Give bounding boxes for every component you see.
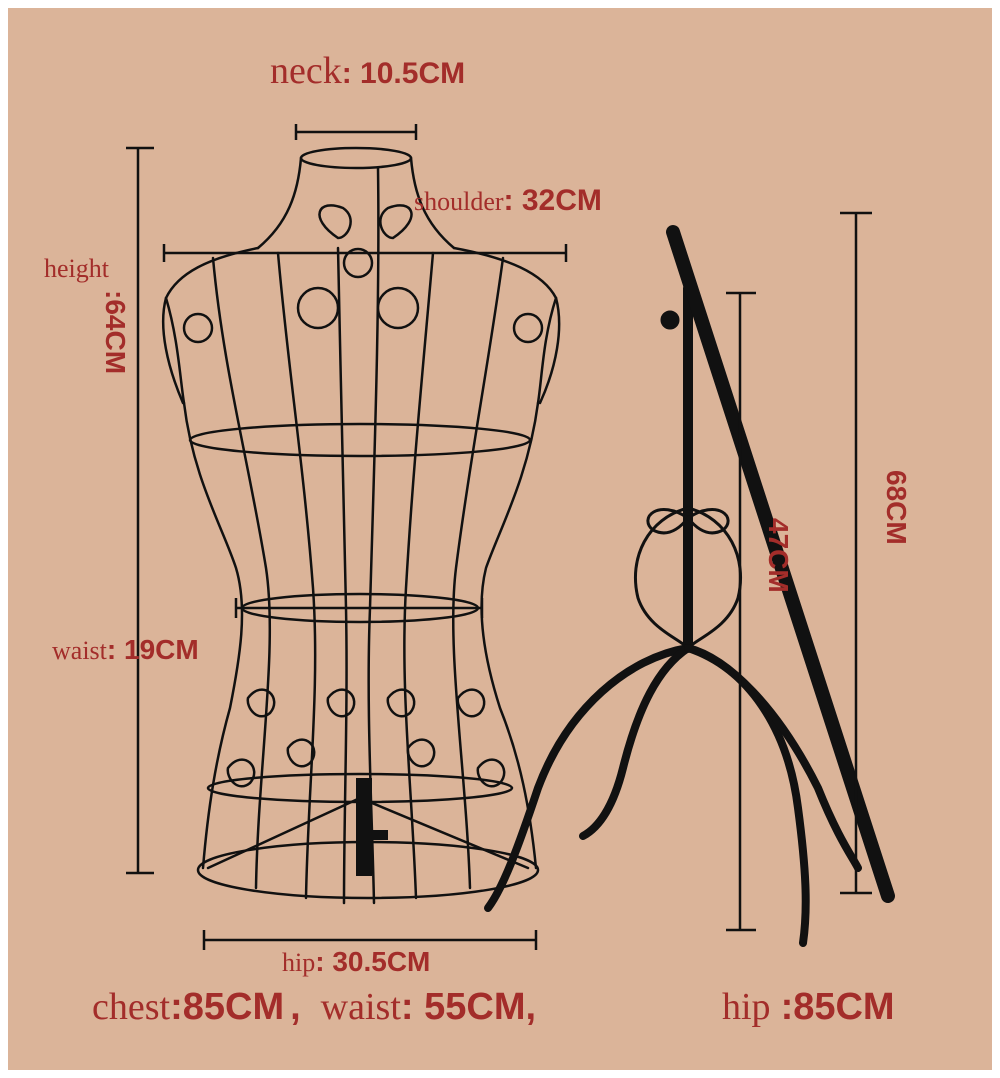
neck-name: neck [270,50,342,92]
footer-hip-name: hip [722,986,771,1028]
folded-pole [666,225,895,903]
footer-chest-value: :85CM [170,986,285,1028]
waist-side-label: waist: 19CM [52,636,199,664]
product-image: neck: 10.5CM shoulder: 32CM height :64CM… [8,8,992,1070]
stand-inner-value: 47CM [763,518,794,593]
footer-separator: , [290,986,301,1028]
dimension-lines [126,124,872,950]
stand-outer-value: 68CM [881,470,912,545]
footer-hip-value: :85CM [780,986,895,1028]
torso-post [356,778,372,876]
footer-hip: hip:85CM [722,988,895,1026]
mannequin-illustration [126,124,895,950]
hip-value: : 30.5CM [315,946,431,977]
waist-side-name: waist [52,636,107,665]
height-name: height [44,254,109,283]
hip-name: hip [282,948,316,977]
shoulder-name: shoulder [414,187,504,216]
neck-label: neck: 10.5CM [270,52,465,90]
waist-side-value: : 19CM [106,634,199,665]
hip-label: hip: 30.5CM [282,948,430,976]
neck-value: : 10.5CM [341,57,466,90]
shoulder-label: shoulder: 32CM [414,186,602,216]
shoulder-value: : 32CM [503,184,602,217]
footer-waist-name: waist [320,986,401,1028]
footer-measurements: chest:85CM, waist: 55CM, [92,988,536,1026]
footer-chest-name: chest [92,986,171,1028]
tripod-stand [484,283,862,947]
height-value: :64CM [100,290,131,375]
footer-waist-value: : 55CM, [400,986,537,1028]
